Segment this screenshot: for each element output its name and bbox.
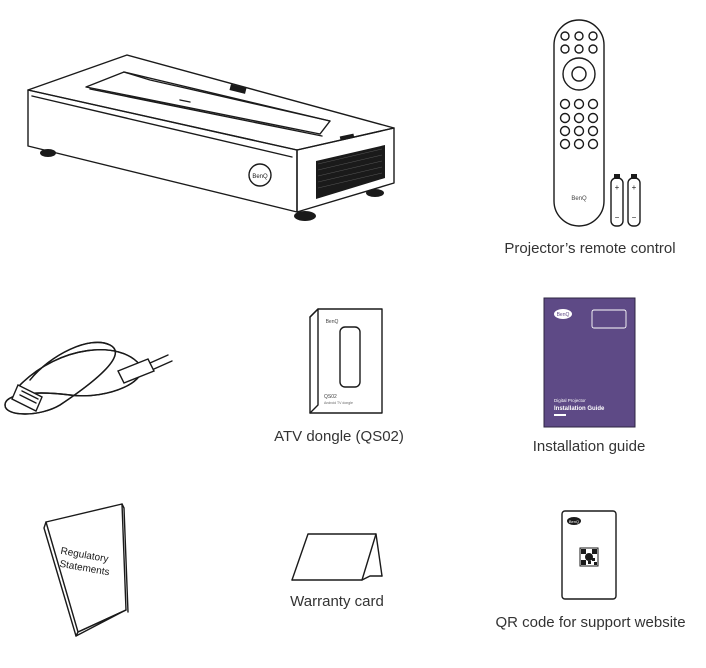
remote-logo: BenQ <box>571 196 587 202</box>
warranty-card-illustration <box>290 530 385 585</box>
qr-code-icon <box>579 547 599 567</box>
dongle-logo: BenQ <box>326 319 339 325</box>
regulatory-statements-illustration: Regulatory Statements <box>38 500 138 640</box>
qr-card-logo: BenQ <box>569 519 579 524</box>
qr-code-caption: QR code for support website <box>495 614 686 631</box>
svg-text:+: + <box>632 183 637 192</box>
svg-text:−: − <box>615 213 620 222</box>
installation-guide-illustration: BenQ Digital Projector Installation Guid… <box>543 297 636 428</box>
guide-cover-line2: Installation Guide <box>554 406 605 412</box>
qr-code-card-illustration: BenQ <box>561 510 621 602</box>
guide-logo: BenQ <box>557 312 570 318</box>
svg-text:+: + <box>615 183 620 192</box>
guide-cover-line1: Digital Projector <box>554 398 586 403</box>
dongle-box-model: QS02 <box>324 394 337 400</box>
power-cord-illustration <box>0 325 180 425</box>
svg-text:−: − <box>632 213 637 222</box>
dongle-box-subtitle: Android TV dongle <box>324 401 353 405</box>
atv-dongle-caption: ATV dongle (QS02) <box>274 428 404 445</box>
projector-logo: BenQ <box>252 174 268 180</box>
warranty-card-caption: Warranty card <box>290 593 384 610</box>
remote-control-illustration: BenQ + + − − <box>548 18 658 233</box>
remote-control-caption: Projector’s remote control <box>504 240 676 257</box>
atv-dongle-illustration: BenQ QS02 Android TV dongle <box>306 305 386 417</box>
installation-guide-caption: Installation guide <box>532 438 646 455</box>
projector-illustration: BenQ <box>20 50 400 230</box>
